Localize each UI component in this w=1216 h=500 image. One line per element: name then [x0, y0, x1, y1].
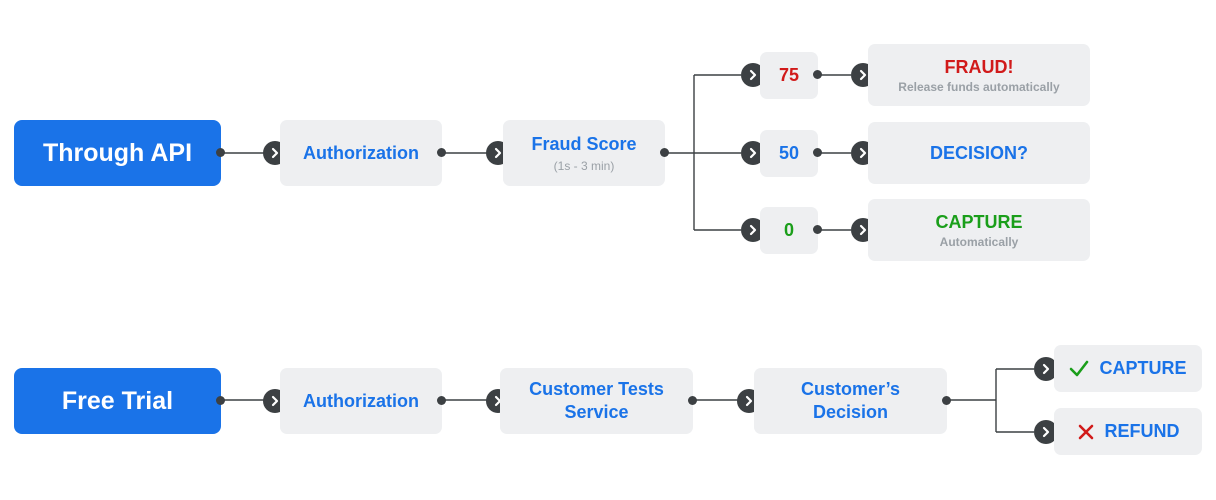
connector-dot [942, 396, 951, 405]
trial-refund-label: REFUND [1104, 421, 1180, 441]
score-50-box: 50 [760, 130, 818, 177]
score-75-value: 75 [778, 65, 800, 85]
trial-authorization-label: Authorization [303, 390, 419, 411]
trial-capture-box: CAPTURE [1054, 345, 1202, 392]
free-trial-start: Free Trial [14, 368, 221, 434]
score-0-box: 0 [760, 207, 818, 254]
score-50-value: 50 [778, 143, 800, 163]
connector-dot [437, 396, 446, 405]
decision-outcome-box: DECISION? [868, 122, 1090, 184]
connector-dot [813, 225, 822, 234]
score-0-value: 0 [783, 220, 794, 240]
score-75-box: 75 [760, 52, 818, 99]
connector-dot [660, 148, 669, 157]
fraud-score-box: Fraud Score (1s - 3 min) [503, 120, 665, 186]
customer-tests-label: Customer Tests Service [529, 379, 664, 422]
free-trial-label: Free Trial [61, 386, 174, 415]
check-icon [1070, 360, 1089, 376]
through-api-label: Through API [42, 138, 193, 167]
x-icon [1078, 424, 1093, 439]
trial-authorization-box: Authorization [280, 368, 442, 434]
authorization-box: Authorization [280, 120, 442, 186]
connector-dot [813, 70, 822, 79]
trial-refund-box: REFUND [1054, 408, 1202, 455]
connector-dot [216, 396, 225, 405]
capture-outcome-subtitle: Automatically [939, 234, 1019, 249]
fraud-score-title: Fraud Score [531, 134, 637, 154]
trial-capture-label: CAPTURE [1099, 358, 1187, 378]
customer-decision-box: Customer’s Decision [754, 368, 947, 434]
connector-dot [216, 148, 225, 157]
fraud-outcome-title: FRAUD! [944, 56, 1014, 77]
fraud-score-subtitle: (1s - 3 min) [553, 159, 615, 173]
customer-decision-label: Customer’s Decision [800, 379, 901, 422]
capture-outcome-title: CAPTURE [935, 211, 1023, 232]
fraud-outcome-subtitle: Release funds automatically [898, 79, 1060, 94]
authorization-label: Authorization [303, 142, 419, 163]
fraud-outcome-box: FRAUD! Release funds automatically [868, 44, 1090, 106]
connector-dot [688, 396, 697, 405]
capture-outcome-box: CAPTURE Automatically [868, 199, 1090, 261]
customer-tests-box: Customer Tests Service [500, 368, 693, 434]
decision-outcome-title: DECISION? [929, 142, 1028, 163]
connector-dot [813, 148, 822, 157]
through-api-start: Through API [14, 120, 221, 186]
connector-dot [437, 148, 446, 157]
